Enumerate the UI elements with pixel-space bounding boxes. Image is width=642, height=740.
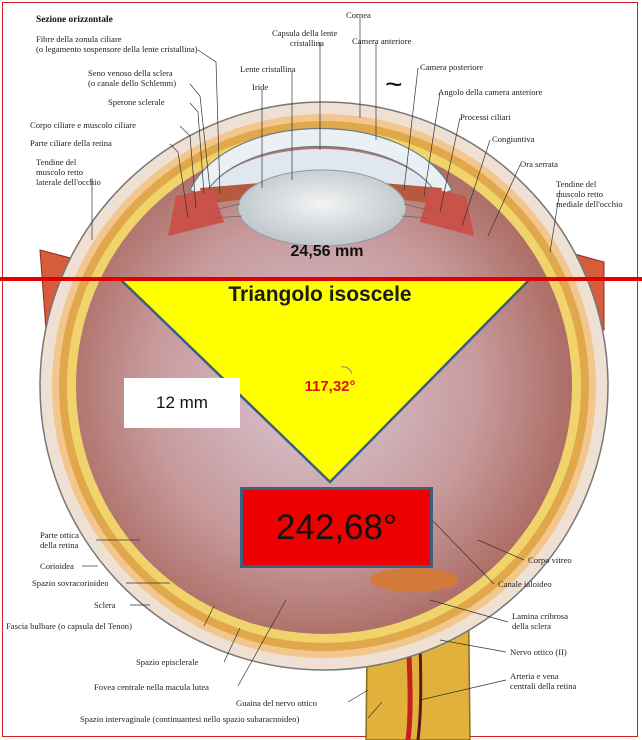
label-ciliary-body: Corpo ciliare e muscolo ciliare: [30, 120, 136, 130]
label-schlemm-2: (o canale dello Schlemm): [88, 78, 176, 88]
label-optic-sheath: Guaina del nervo ottico: [236, 698, 317, 708]
label-vitreous: Corpo vitreo: [528, 555, 572, 565]
label-ciliary-processes: Processi ciliari: [460, 112, 511, 122]
tilde-mark: ~: [385, 68, 403, 101]
label-fibers: Fibre della zonula ciliare: [36, 34, 122, 44]
label-fovea: Fovea centrale nella macula lutea: [94, 682, 209, 692]
label-optic-nerve: Nervo ottico (II): [510, 647, 567, 657]
label-ciliary-retina: Parte ciliare della retina: [30, 138, 112, 148]
label-lateral-rectus-2: muscolo retto: [36, 167, 83, 177]
label-medial-rectus-3: mediale dell'occhio: [556, 199, 623, 209]
label-sclera: Sclera: [94, 600, 116, 610]
label-anterior-chamber: Camera anteriore: [352, 36, 412, 46]
reflex-angle-box: 242,68°: [240, 487, 433, 568]
side-length-box: 12 mm: [124, 378, 240, 428]
label-suprachoroid: Spazio sovracorioideo: [32, 578, 109, 588]
label-hyaloid-canal: Canale ialoideo: [498, 579, 552, 589]
label-lamina-2: della sclera: [512, 621, 551, 631]
label-lamina: Lamina cribrosa: [512, 611, 568, 621]
label-episcleral: Spazio episclerale: [136, 657, 198, 667]
chord-measurement: 24,56 mm: [262, 243, 392, 261]
label-choroid: Corioidea: [40, 561, 74, 571]
label-optic-retina: Parte ottica: [40, 530, 79, 540]
label-cornea: Cornea: [346, 10, 371, 20]
label-section-title: Sezione orizzontale: [36, 15, 113, 25]
label-artery: Arteria e vena: [510, 671, 559, 681]
label-lens-capsule: Capsula della lente: [272, 28, 338, 38]
label-medial-rectus: Tendine del: [556, 179, 597, 189]
label-tenon: Fascia bulbare (o capsula del Tenon): [6, 621, 132, 631]
label-chamber-angle: Angolo della camera anteriore: [438, 87, 542, 97]
label-optic-retina-2: della retina: [40, 540, 79, 550]
apex-angle-label: 117,32°: [270, 378, 390, 395]
label-medial-rectus-2: muscolo retto: [556, 189, 603, 199]
label-scleral-spur: Sperone sclerale: [108, 97, 165, 107]
label-lateral-rectus: Tendine del: [36, 157, 77, 167]
label-intervaginal: Spazio intervaginale (continuantesi nell…: [80, 714, 299, 724]
optic-disc: [370, 568, 458, 592]
label-lateral-rectus-3: laterale dell'occhio: [36, 177, 101, 187]
label-lens: Lente cristallina: [240, 64, 296, 74]
label-posterior-chamber: Camera posteriore: [420, 62, 483, 72]
label-artery-2: centrali della retina: [510, 681, 577, 691]
label-ora-serrata: Ora serrata: [520, 159, 558, 169]
label-conjunctiva: Congiuntiva: [492, 134, 535, 144]
crystalline-lens: [238, 170, 406, 246]
label-iris: Iride: [252, 82, 268, 92]
label-fibers-2: (o legamento sospensore della lente cris…: [36, 44, 198, 54]
label-lens-capsule-2: cristallina: [290, 38, 324, 48]
label-schlemm: Seno venoso della sclera: [88, 68, 173, 78]
triangle-title: Triangolo isoscele: [150, 283, 490, 307]
